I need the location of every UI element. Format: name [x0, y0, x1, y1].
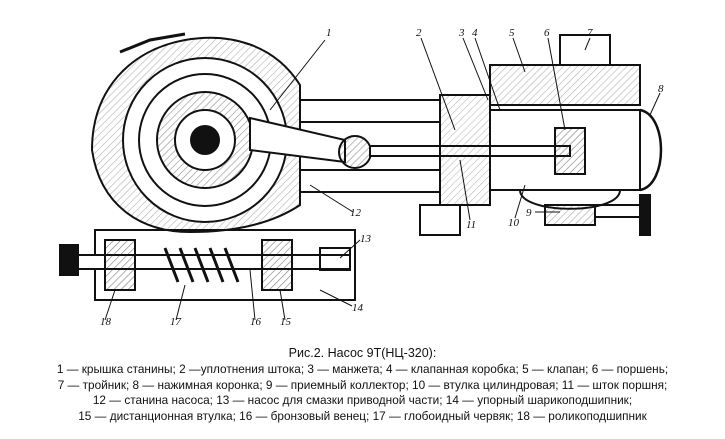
- callout-17: 17: [170, 316, 182, 328]
- callout-4: 4: [472, 27, 478, 39]
- callout-12: 12: [350, 207, 362, 219]
- callout-11: 11: [466, 219, 476, 231]
- callout-5: 5: [509, 27, 515, 39]
- callout-15: 15: [280, 316, 292, 328]
- caption-legend-line-4: 15 — дистанционная втулка; 16 — бронзовы…: [78, 408, 647, 423]
- worm-shaft: [59, 229, 356, 301]
- callout-2: 2: [416, 27, 422, 39]
- pump-cross-section-drawing: 1 2 3 4 5 6 7 8 9 10 11 12 13 14 15 16 1…: [59, 27, 664, 328]
- caption-title: Рис.2. Насос 9Т(НЦ-320):: [288, 346, 437, 360]
- callout-18: 18: [100, 316, 112, 328]
- caption-legend-line-1: 1 — крышка станины; 2 —уплотнения штока;…: [56, 362, 669, 376]
- callout-9: 9: [526, 207, 532, 219]
- caption-legend-line-3: 12 — станина насоса; 13 — насос для смаз…: [92, 393, 633, 407]
- callout-13: 13: [360, 233, 372, 245]
- figure-caption: Рис.2. Насос 9Т(НЦ-320): 1 — крышка стан…: [0, 345, 725, 439]
- callout-14: 14: [352, 302, 364, 314]
- callout-16: 16: [250, 316, 262, 328]
- callout-1: 1: [326, 27, 332, 39]
- crankcase-frame: [90, 32, 301, 234]
- callout-7: 7: [587, 27, 593, 39]
- callout-3: 3: [458, 27, 465, 39]
- caption-legend-line-2: 7 — тройник; 8 — нажимная коронка; 9 — п…: [57, 377, 668, 392]
- callout-6: 6: [544, 27, 550, 39]
- callout-leaders: [104, 37, 661, 321]
- suction-manifold: [519, 189, 651, 236]
- callout-10: 10: [508, 217, 520, 229]
- callout-8: 8: [658, 83, 664, 95]
